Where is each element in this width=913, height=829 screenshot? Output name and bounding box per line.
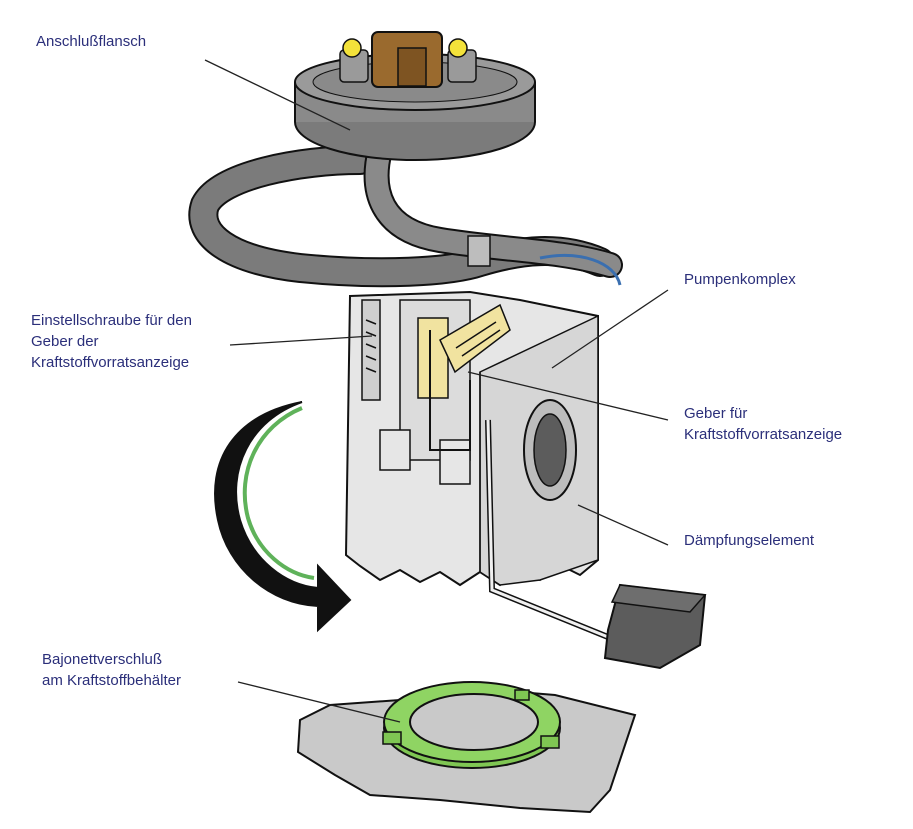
- pump-module: [344, 290, 599, 587]
- leader-daempfung: [577, 504, 669, 546]
- leader-pumpenkomplex: [551, 289, 669, 369]
- leader-anschlussflansch: [204, 59, 351, 131]
- leader-bajonett: [237, 681, 401, 723]
- fuel-hose: [188, 137, 623, 288]
- label-geber: Geber für Kraftstoffvorratsanzeige: [684, 405, 843, 443]
- bayonet-ring: [382, 681, 561, 769]
- leader-einstellschraube: [229, 335, 373, 346]
- leader-lines: [204, 59, 669, 723]
- label-pumpenkomplex: Pumpenkomplex: [684, 271, 796, 288]
- leader-geber: [467, 371, 669, 421]
- electrical-connector: [339, 31, 477, 88]
- label-anschlussflansch: Anschlußflansch: [36, 33, 147, 50]
- float-arm: [485, 419, 642, 653]
- rotation-arrow: [214, 401, 352, 633]
- label-einstellschraube: Einstellschraube für den Geber der Kraft…: [31, 312, 192, 371]
- label-bajonett: Bajonettverschluß am Kraftstoffbehälter: [42, 651, 181, 689]
- float: [603, 583, 707, 670]
- label-daempfung: Dämpfungselement: [684, 532, 815, 549]
